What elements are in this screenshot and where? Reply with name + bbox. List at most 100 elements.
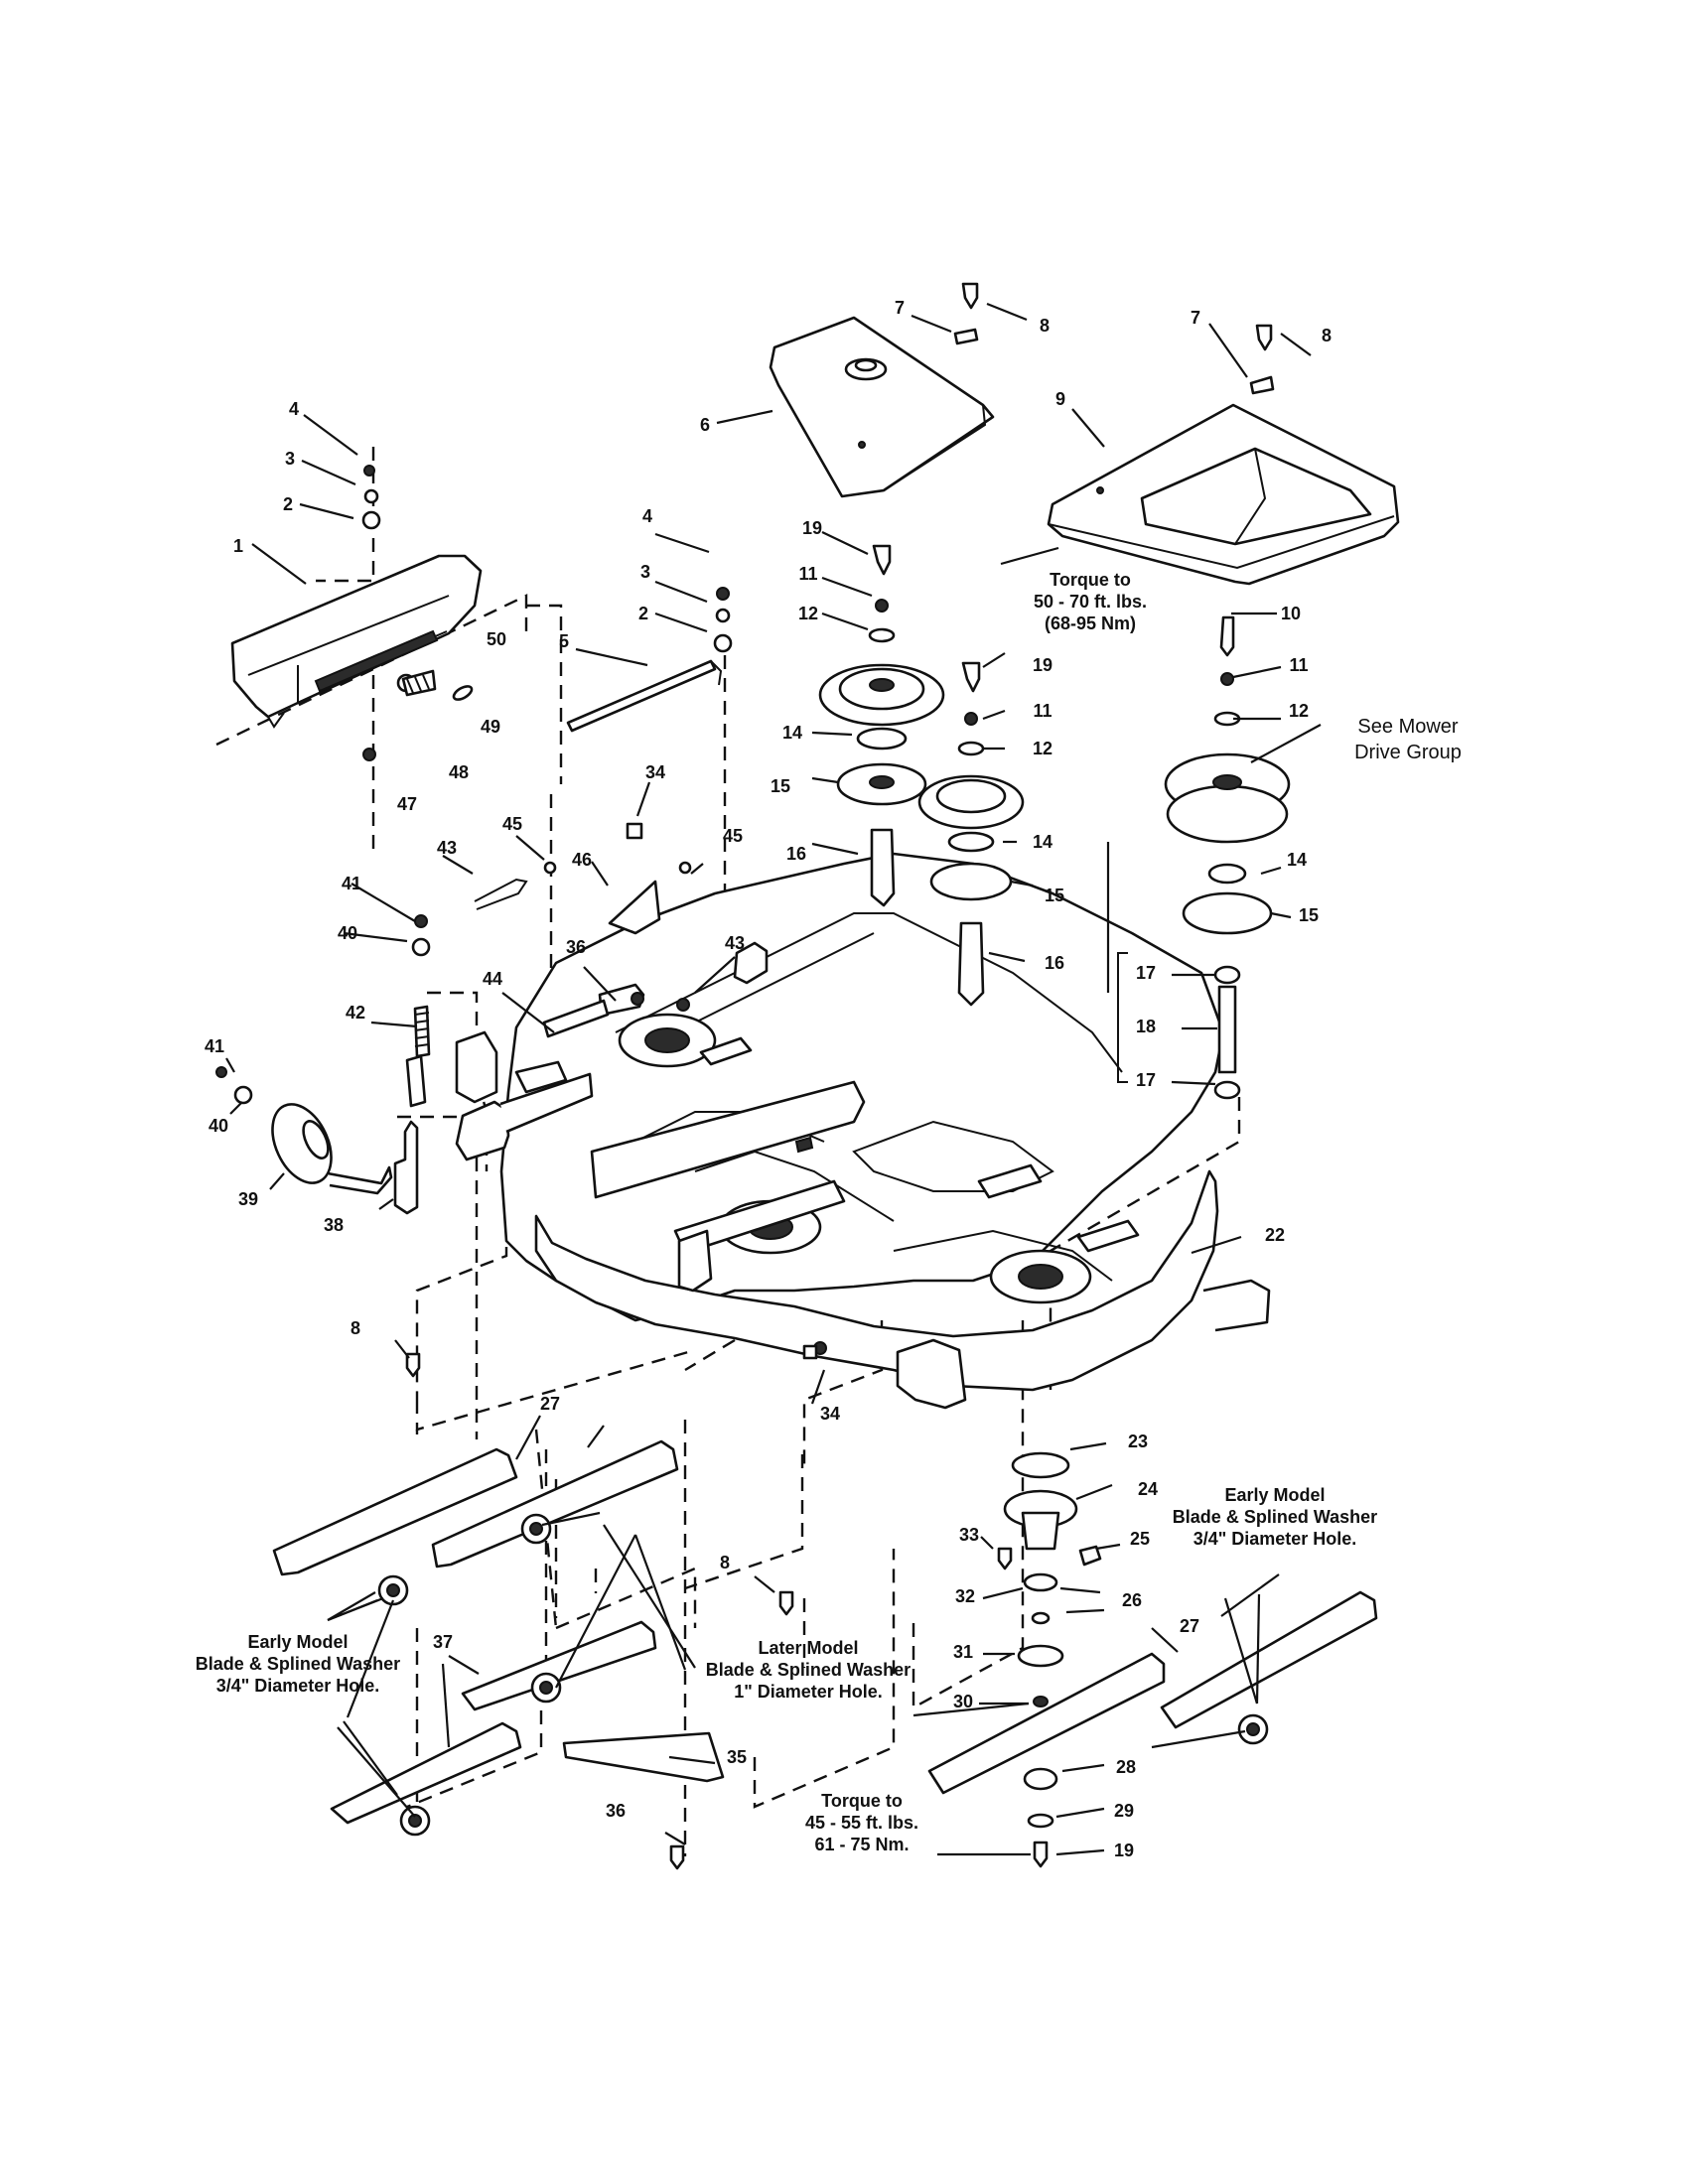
note-early-right-line1: Early Model	[1224, 1485, 1325, 1505]
callout-33: 33	[959, 1525, 979, 1545]
note-later-line1: Later Model	[758, 1638, 858, 1658]
callout-50: 50	[487, 629, 506, 649]
blades	[272, 1439, 1378, 1825]
callout-8b: 8	[1322, 326, 1332, 345]
callout-27a: 27	[540, 1394, 560, 1414]
callout-43a: 43	[437, 838, 457, 858]
chute-hardware	[361, 465, 733, 957]
callout-42: 42	[346, 1003, 365, 1023]
callout-11c: 11	[1289, 655, 1308, 675]
callout-14b: 14	[1033, 832, 1052, 852]
note-early-left-line2: Blade & Splined Washer	[196, 1654, 400, 1674]
callout-11a: 11	[798, 564, 817, 584]
callout-35: 35	[727, 1747, 747, 1767]
discharge-chute-part	[230, 554, 483, 729]
callout-40b: 40	[338, 923, 357, 943]
callout-12b: 12	[1033, 739, 1052, 758]
cover-bolts	[953, 282, 1275, 395]
deck-brackets	[455, 999, 610, 1104]
note-torque-blade-line2: 45 - 55 ft. lbs.	[805, 1813, 918, 1833]
callout-17a: 17	[1136, 963, 1156, 983]
spindle-stack-center	[917, 661, 1025, 1007]
callout-19c: 19	[1114, 1841, 1134, 1860]
note-torque-spindle-line1: Torque to	[1050, 570, 1131, 590]
callout-3b: 3	[640, 562, 650, 582]
note-early-right-line2: Blade & Splined Washer	[1173, 1507, 1377, 1527]
callout-39: 39	[238, 1189, 258, 1209]
callout-36a: 36	[566, 937, 586, 957]
callout-8a: 8	[1040, 316, 1050, 336]
callout-38: 38	[324, 1215, 344, 1235]
spindle-stack-right	[1117, 615, 1291, 1100]
note-torque-spindle-line3: (68-95 Nm)	[1045, 614, 1136, 633]
callout-18: 18	[1136, 1017, 1156, 1036]
note-torque-blade: Torque to 45 - 55 ft. lbs. 61 - 75 Nm.	[805, 1791, 918, 1854]
belt-cover-left-part	[769, 316, 995, 498]
callout-29: 29	[1114, 1801, 1134, 1821]
note-later-line2: Blade & Splined Washer	[706, 1660, 911, 1680]
callout-1: 1	[233, 536, 243, 556]
callout-37: 37	[433, 1632, 453, 1652]
callout-19b: 19	[1033, 655, 1052, 675]
callout-48: 48	[449, 762, 469, 782]
callout-4a: 4	[289, 399, 299, 419]
note-torque-blade-line1: Torque to	[821, 1791, 903, 1811]
callout-6: 6	[700, 415, 710, 435]
callout-46: 46	[572, 850, 592, 870]
callout-2a: 2	[283, 494, 293, 514]
callout-16a: 16	[786, 844, 806, 864]
callout-41a: 41	[205, 1036, 224, 1056]
callout-14c: 14	[1287, 850, 1307, 870]
leader-lines	[225, 302, 1322, 1856]
note-early-left-line1: Early Model	[247, 1632, 348, 1652]
callout-27b: 27	[1180, 1616, 1199, 1636]
callout-15c: 15	[1299, 905, 1319, 925]
note-early-right-line3: 3/4" Diameter Hole.	[1193, 1529, 1357, 1549]
callout-31: 31	[953, 1642, 973, 1662]
note-mower-drive-line2: Drive Group	[1354, 742, 1462, 763]
callout-22: 22	[1265, 1225, 1285, 1245]
note-later-model: Later Model Blade & Splined Washer 1" Di…	[706, 1638, 911, 1702]
callout-34b: 34	[820, 1404, 840, 1424]
note-torque-blade-line3: 61 - 75 Nm.	[814, 1835, 909, 1854]
callout-44: 44	[483, 969, 502, 989]
callout-12c: 12	[1289, 701, 1309, 721]
note-early-model-right: Early Model Blade & Splined Washer 3/4" …	[1173, 1485, 1377, 1549]
callout-49: 49	[481, 717, 500, 737]
note-torque-spindle: Torque to 50 - 70 ft. lbs. (68-95 Nm)	[1034, 570, 1147, 633]
belt-cover-right-part	[1047, 403, 1400, 586]
note-mower-drive: See Mower Drive Group	[1354, 716, 1462, 763]
callout-7b: 7	[1191, 308, 1200, 328]
callout-8c: 8	[351, 1318, 360, 1338]
callout-34a: 34	[645, 762, 665, 782]
callout-30: 30	[953, 1692, 973, 1711]
callout-25: 25	[1130, 1529, 1150, 1549]
callout-17b: 17	[1136, 1070, 1156, 1090]
callout-41b: 41	[342, 874, 361, 893]
note-mower-drive-line1: See Mower	[1357, 716, 1458, 738]
callout-36b: 36	[606, 1801, 626, 1821]
callout-45a: 45	[502, 814, 522, 834]
note-early-model-left: Early Model Blade & Splined Washer 3/4" …	[196, 1632, 400, 1696]
callout-23: 23	[1128, 1432, 1148, 1451]
callout-16b: 16	[1045, 953, 1064, 973]
callout-4b: 4	[642, 506, 652, 526]
mower-deck-housing	[455, 852, 1271, 1410]
callout-15b: 15	[1045, 886, 1064, 905]
callout-7a: 7	[895, 298, 905, 318]
note-later-line3: 1" Diameter Hole.	[734, 1682, 883, 1702]
callout-10: 10	[1281, 604, 1301, 623]
callout-3a: 3	[285, 449, 295, 469]
note-early-left-line3: 3/4" Diameter Hole.	[216, 1676, 380, 1696]
callout-32: 32	[955, 1586, 975, 1606]
callout-labels: 1 2 3 4 2 3 4 5 6 7 8 7 8 9 19 11 12 14 …	[205, 298, 1332, 1860]
callout-40a: 40	[209, 1116, 228, 1136]
blade-washers	[377, 1344, 1269, 1870]
callout-47: 47	[397, 794, 417, 814]
callout-26: 26	[1122, 1590, 1142, 1610]
callout-5: 5	[559, 631, 569, 651]
note-torque-spindle-line2: 50 - 70 ft. lbs.	[1034, 592, 1147, 612]
callout-8d: 8	[720, 1553, 730, 1572]
callout-43b: 43	[725, 933, 745, 953]
